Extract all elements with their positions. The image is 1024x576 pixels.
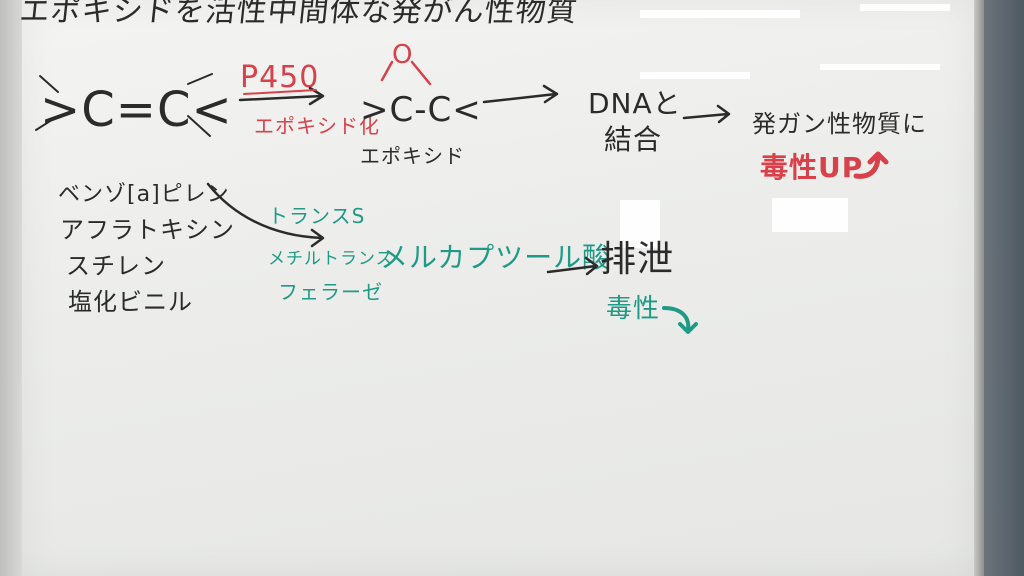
gst-label-line2: メチルトランス: [268, 249, 394, 269]
epoxide-label: エポキシド: [360, 144, 465, 168]
background-wall: [984, 0, 1024, 576]
down-arrow-icon: [662, 306, 698, 334]
bond-stroke: [35, 73, 213, 137]
board-frame-left: [0, 0, 22, 576]
light-reflection: [620, 200, 660, 248]
gst-label-line1: トランスS: [268, 204, 366, 228]
substance-item: アフラトキシン: [60, 216, 235, 244]
light-reflection: [860, 4, 950, 11]
excretion-label: 排泄: [600, 239, 675, 280]
epoxide-structure: >C-C<: [360, 90, 482, 130]
light-reflection: [640, 72, 750, 79]
p450-underline: [243, 89, 317, 95]
dna-label: DNAと: [588, 87, 682, 120]
enzyme-label: P450: [240, 60, 320, 95]
substance-item: スチレン: [66, 252, 166, 280]
dna-binding-label: 結合: [604, 123, 663, 156]
substance-item: ベンゾ[a]ピレン: [58, 182, 230, 207]
light-reflection: [640, 10, 800, 18]
gst-label-line3: フェラーゼ: [278, 280, 383, 304]
epoxidation-label: エポキシド化: [254, 114, 380, 138]
whiteboard: [22, 0, 974, 576]
board-frame-right: [974, 0, 984, 576]
arrow-to-dna: [482, 84, 559, 104]
arrow-to-excretion: [546, 256, 599, 276]
toxicity-up-label: 毒性UP: [760, 151, 864, 184]
light-reflection: [820, 64, 940, 70]
light-reflection: [772, 198, 848, 232]
arrow-to-gst: [206, 182, 325, 248]
substance-item: 塩化ビニル: [68, 288, 193, 316]
arrow-to-carcinogen: [682, 104, 731, 124]
carcinogen-label: 発ガン性物質に: [752, 110, 927, 138]
alkene-structure: >C=C<: [40, 82, 233, 138]
up-arrow-icon: [853, 151, 889, 179]
epoxide-bond: [380, 60, 432, 86]
toxicity-down-label: 毒性: [606, 294, 661, 324]
oxygen-atom: O: [392, 40, 414, 70]
